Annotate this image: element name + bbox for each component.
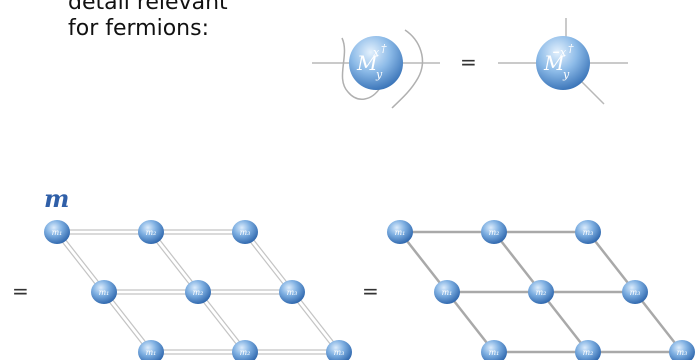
left-tensor-dagger: † [381, 42, 387, 55]
right-tensor-sub: y [562, 68, 570, 81]
lattice-node-label: m₁ [52, 228, 63, 237]
handwritten-annotation: m [44, 184, 70, 213]
left-tensor-crossing-leg-a [341, 37, 381, 100]
lattice-node-label: m₃ [583, 228, 594, 237]
lattice-bond-line [293, 290, 342, 352]
lattice-left: m₁ m₂ m₃ m₁ m₂ m₃ m₁ m₂ m₃ [44, 220, 352, 360]
right-tensor-base: M̄ [543, 50, 565, 75]
lattice-node [91, 280, 117, 304]
left-tensor-node [349, 36, 403, 90]
lattice-bond-line [634, 291, 683, 353]
left-tensor-sub: y [375, 68, 383, 81]
lattice-bond-line [446, 291, 495, 353]
lattice-bond-line [399, 231, 448, 293]
intro-text: detail relevant for fermions: [68, 0, 228, 42]
lattice-node-label: m₃ [334, 348, 345, 357]
lattice-bond-line [199, 290, 248, 352]
lattice-bond-line [195, 292, 244, 354]
lattice-node [138, 220, 164, 244]
left-tensor-crossing-leg-b [391, 29, 424, 109]
lattice-node-label: m₂ [193, 288, 204, 297]
lattice-right: m₁ m₂ m₃ m₁ m₂ m₃ m₁ m₂ m₃ [387, 220, 695, 360]
lattice-node [387, 220, 413, 244]
lattice-node-label: m₂ [583, 348, 594, 357]
lattice-bond-line [242, 232, 291, 294]
lattice-bond-line [246, 230, 295, 292]
lattice-bond-line [587, 231, 636, 293]
lattice-node [669, 340, 695, 360]
lattice-node [185, 280, 211, 304]
lattice-node [575, 220, 601, 244]
lattice-bond-line [101, 292, 150, 354]
lattice-node-label: m₃ [287, 288, 298, 297]
lattice-node-label: m₁ [395, 228, 406, 237]
left-tensor-group: M x † y [312, 29, 440, 109]
lattice-bond-line [152, 230, 201, 292]
lattice-bond-line [540, 291, 589, 353]
lattice-node-label: m₂ [536, 288, 547, 297]
lattice-bond-line [289, 292, 338, 354]
lattice-node [481, 220, 507, 244]
equation-equals-sign: = [460, 50, 477, 74]
lattice-node [232, 220, 258, 244]
right-tensor-group: M̄ x † y [498, 18, 628, 105]
lattice-node [138, 340, 164, 360]
lattice-node-label: m₁ [442, 288, 453, 297]
right-tensor-sup: x [560, 46, 567, 59]
intro-line-1: detail relevant [68, 0, 228, 15]
lattice-node [434, 280, 460, 304]
lattice-equals-sign-right: = [362, 279, 379, 303]
lattice-node-label: m₂ [489, 228, 500, 237]
lattice-node [326, 340, 352, 360]
lattice-node-label: m₂ [146, 228, 157, 237]
right-tensor-node [536, 36, 590, 90]
lattice-bond-line [148, 232, 197, 294]
lattice-node-label: m₁ [489, 348, 500, 357]
left-tensor-base: M [356, 51, 378, 75]
right-tensor-diagonal-leg [579, 79, 605, 105]
lattice-bond-line [54, 232, 103, 294]
lattice-node-label: m₃ [240, 228, 251, 237]
lattice-bond-line [493, 231, 542, 293]
lattice-node-label: m₂ [240, 348, 251, 357]
lattice-node [279, 280, 305, 304]
lattice-bond-line [105, 290, 154, 352]
lattice-bond-line [58, 230, 107, 292]
lattice-node [622, 280, 648, 304]
intro-line-2: for fermions: [68, 16, 210, 41]
lattice-node [232, 340, 258, 360]
lattice-node [44, 220, 70, 244]
lattice-node-label: m₃ [630, 288, 641, 297]
lattice-node-label: m₁ [99, 288, 110, 297]
left-tensor-sup: x [373, 46, 380, 59]
lattice-node-label: m₁ [146, 348, 157, 357]
right-tensor-dagger: † [568, 42, 574, 55]
lattice-equals-sign-left: = [12, 279, 29, 303]
lattice-node [528, 280, 554, 304]
lattice-node-label: m₃ [677, 348, 688, 357]
lattice-node [575, 340, 601, 360]
lattice-node [481, 340, 507, 360]
